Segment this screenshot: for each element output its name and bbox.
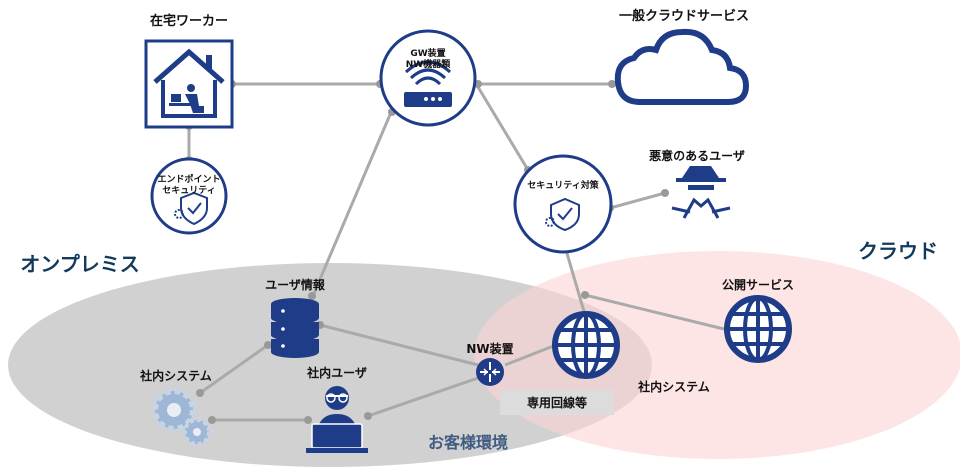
internal-system-left-label: 社内システム <box>139 368 212 383</box>
dedicated-line-label: 専用回線等 <box>527 395 587 410</box>
database-icon <box>271 298 319 358</box>
gw-label-1: GW装置 <box>410 47 445 59</box>
endpoint-label-1: エンドポイント <box>157 173 220 185</box>
connections <box>187 82 729 422</box>
public-service-globe-icon <box>724 295 792 363</box>
nw-device-label: NW装置 <box>466 341 513 356</box>
endpoint-label-2: セキュリティ <box>162 185 215 196</box>
cloud-title: クラウド <box>858 239 938 263</box>
internal-system-cloud-label: 社内システム <box>637 379 710 394</box>
cloud-icon <box>614 28 750 105</box>
endpoint-security-icon <box>150 157 228 235</box>
public-cloud-label: 一般クラウドサービス <box>619 8 749 24</box>
public-service-label: 公開サービス <box>722 277 794 292</box>
hacker-icon <box>671 166 731 219</box>
customer-env-title: お客様環境 <box>428 433 508 452</box>
internal-user-label: 社内ユーザ <box>306 365 367 380</box>
router-icon <box>379 29 477 127</box>
house-icon <box>144 39 234 129</box>
onprem-title: オンプレミス <box>20 252 139 276</box>
globe-icon <box>552 311 620 379</box>
cloud-zone <box>474 251 960 459</box>
user-laptop-icon <box>306 386 368 453</box>
dedicated-line-box <box>500 390 614 415</box>
switch-icon <box>476 358 504 386</box>
user-info-label: ユーザ情報 <box>265 277 326 292</box>
gw-label-2: NW機器類 <box>406 58 451 70</box>
remote-worker-label: 在宅ワーカー <box>150 13 228 29</box>
security-shield-icon <box>513 154 613 254</box>
security-label: セキュリティ対策 <box>527 179 599 191</box>
malicious-user-label: 悪意のあるユーザ <box>649 148 745 163</box>
gears-icon <box>152 388 211 446</box>
